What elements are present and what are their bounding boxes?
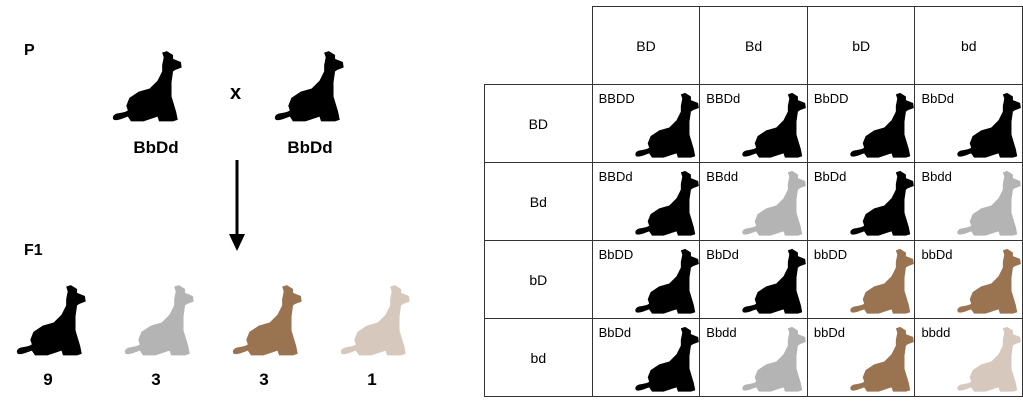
cell-genotype: bbdd xyxy=(921,325,951,340)
punnett-cell: bbDD xyxy=(806,240,916,319)
column-header: bd xyxy=(914,6,1023,85)
cell-genotype: BbDd xyxy=(706,247,739,262)
f1-generation-label: F1 xyxy=(24,242,43,259)
offspring-count: 3 xyxy=(151,370,161,389)
p-generation-label: P xyxy=(24,42,35,59)
punnett-cell: BbDD xyxy=(591,240,701,319)
dog-icon xyxy=(629,168,700,240)
punnett-cell: BBDd xyxy=(591,162,701,241)
dog-icon xyxy=(334,282,412,360)
row-header: BD xyxy=(484,84,593,163)
punnett-cell: BbDD xyxy=(806,84,916,163)
dog-icon xyxy=(951,168,1022,240)
punnett-cell: BbDd xyxy=(699,240,808,319)
dog-icon xyxy=(844,90,915,162)
offspring-count: 9 xyxy=(43,370,53,389)
cross-symbol: x xyxy=(230,82,242,104)
punnett-cell: Bbdd xyxy=(699,318,808,397)
dog-icon xyxy=(844,168,915,240)
punnett-cell: BbDd xyxy=(806,162,916,241)
punnett-cell: BBDd xyxy=(699,84,808,163)
column-header: BD xyxy=(591,6,701,85)
cell-genotype: BbDD xyxy=(598,247,634,262)
dog-icon xyxy=(951,90,1022,162)
dog-icon xyxy=(736,90,807,162)
dog-icon xyxy=(844,324,915,396)
down-arrow-icon xyxy=(229,160,245,251)
column-header: bD xyxy=(806,6,916,85)
cell-genotype: BbDd xyxy=(921,91,954,106)
parent-genotype: BbDd xyxy=(287,138,333,157)
cell-genotype: bbDd xyxy=(813,325,845,340)
punnett-cell: bbDd xyxy=(914,240,1023,319)
punnett-cell: BBDD xyxy=(591,84,701,163)
dog-icon xyxy=(629,246,700,318)
dog-icon xyxy=(268,48,346,126)
cell-genotype: BBDD xyxy=(598,91,635,106)
dog-icon xyxy=(844,246,915,318)
punnett-square: BD Bd bD bd BD BBDD BBDd BbDD BbDd Bd BB… xyxy=(484,6,1023,397)
dog-icon xyxy=(951,324,1022,396)
offspring-count: 3 xyxy=(259,370,269,389)
dog-icon xyxy=(736,246,807,318)
dog-icon xyxy=(10,282,88,360)
dog-icon xyxy=(226,282,304,360)
row-header: bD xyxy=(484,240,593,319)
row-header: bd xyxy=(484,318,593,397)
cell-genotype: Bbdd xyxy=(706,325,737,340)
cell-genotype: bbDD xyxy=(813,247,848,262)
punnett-cell: bbDd xyxy=(806,318,916,397)
dog-icon xyxy=(106,48,184,126)
column-header: Bd xyxy=(699,6,808,85)
cell-genotype: bbDd xyxy=(921,247,953,262)
offspring-count: 1 xyxy=(367,370,377,389)
dog-icon xyxy=(629,324,700,396)
punnett-cell: BbDd xyxy=(591,318,701,397)
cell-genotype: BbDd xyxy=(813,169,847,184)
punnett-cell: Bbdd xyxy=(914,162,1023,241)
punnett-cell: bbdd xyxy=(914,318,1023,397)
parent-genotype: BbDd xyxy=(133,138,179,157)
cell-genotype: BbDd xyxy=(598,325,632,340)
punnett-cell: BbDd xyxy=(914,84,1023,163)
row-header: Bd xyxy=(484,162,593,241)
cell-genotype: BBDd xyxy=(598,169,633,184)
corner-cell xyxy=(484,6,593,85)
cell-genotype: BBDd xyxy=(706,91,741,106)
dog-icon xyxy=(951,246,1022,318)
dog-icon xyxy=(736,324,807,396)
cell-genotype: BBdd xyxy=(706,169,739,184)
punnett-cell: BBdd xyxy=(699,162,808,241)
dog-icon xyxy=(118,282,196,360)
dog-icon xyxy=(736,168,807,240)
cell-genotype: Bbdd xyxy=(921,169,952,184)
dog-icon xyxy=(629,90,700,162)
cell-genotype: BbDD xyxy=(813,91,849,106)
